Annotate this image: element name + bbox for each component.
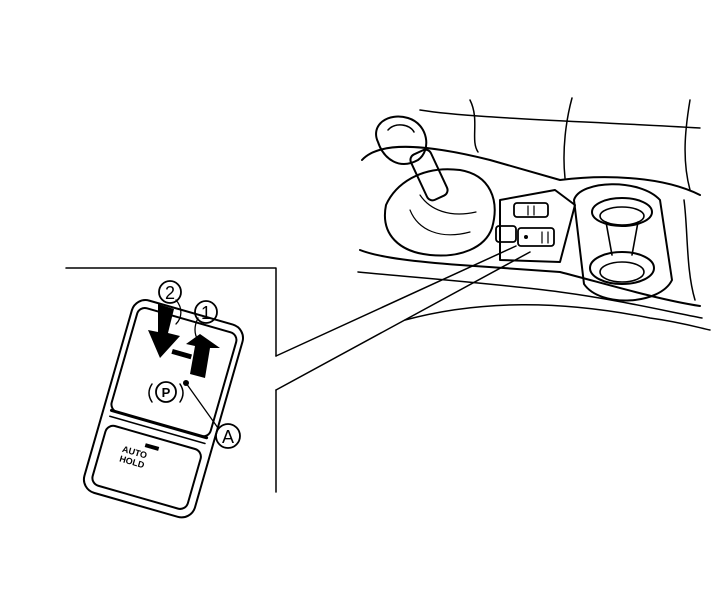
parking-symbol-text: P xyxy=(162,385,171,400)
push-down-arrow-icon xyxy=(148,304,180,358)
parking-brake-switch-detail: P AUTO HOLD xyxy=(82,299,244,519)
zoom-leader-lines xyxy=(275,245,531,391)
callout-step-1-text: 1 xyxy=(201,303,211,323)
pull-up-arrow-icon xyxy=(186,334,220,378)
parking-brake-symbol-icon: P xyxy=(148,381,184,403)
auto-hold-label: AUTO HOLD xyxy=(118,444,148,470)
callout-step-1: 1 xyxy=(194,300,218,324)
callout-step-2: 2 xyxy=(158,280,182,304)
callout-step-2-text: 2 xyxy=(165,283,175,303)
callout-part-a-text: A xyxy=(222,427,234,447)
detail-frame xyxy=(65,267,277,493)
callout-part-a: A xyxy=(215,423,241,449)
center-console-drawing xyxy=(357,97,711,331)
